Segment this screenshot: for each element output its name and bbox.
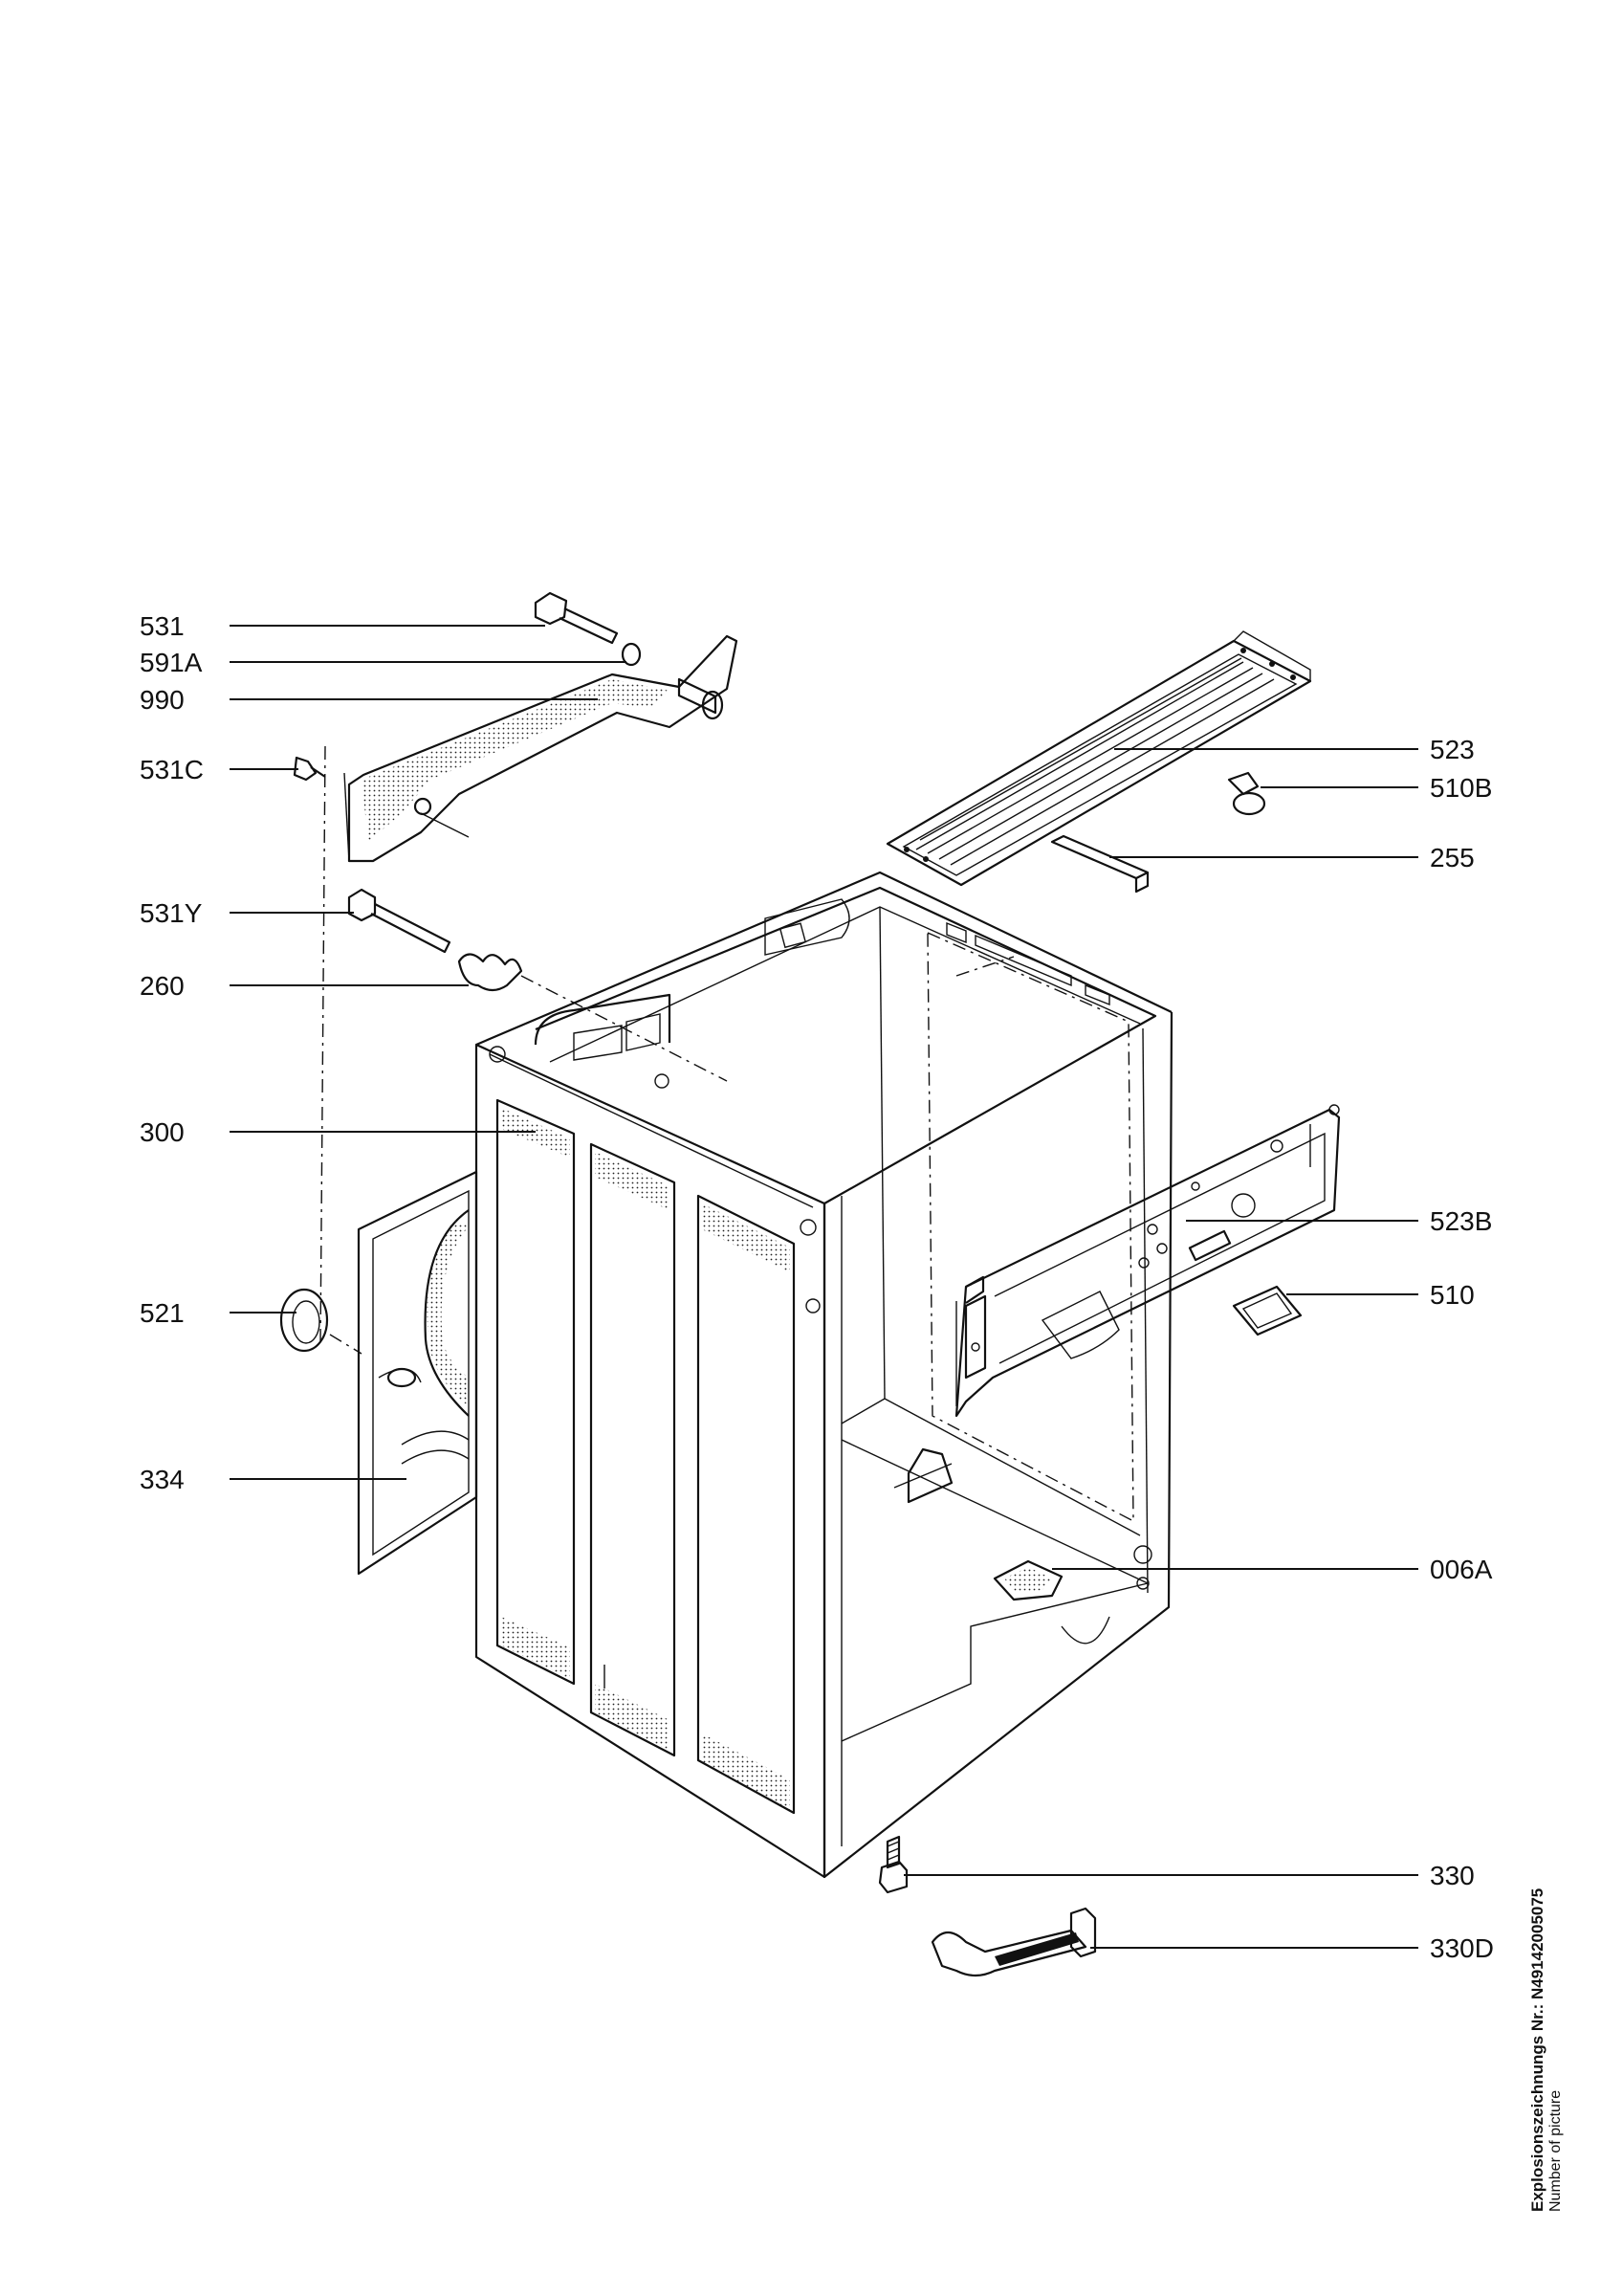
callout-label: 531 xyxy=(140,611,185,641)
drawing-number-caption: Number of picture xyxy=(1546,2089,1564,2212)
drawing-number: Explosionszeichnungs Nr.: N49142005075 xyxy=(1528,1888,1546,2212)
cabinet-drawing xyxy=(474,871,1173,1879)
foot-holder-006a-drawing xyxy=(993,1559,1064,1601)
callout-label: 531C xyxy=(140,755,204,784)
wrench-330d-drawing xyxy=(931,1907,1097,1977)
top-beam-drawing xyxy=(343,634,738,863)
callout-label: 531Y xyxy=(140,898,203,928)
callout-label: 510 xyxy=(1430,1280,1475,1310)
callout-label: 523B xyxy=(1430,1206,1492,1236)
drawing-number-block: Explosionszeichnungs Nr.: N49142005075 N… xyxy=(1528,1829,1586,2212)
callout-label: 330D xyxy=(1430,1933,1494,1963)
bolt-531y-drawing xyxy=(347,888,728,1082)
top-cover-drawing xyxy=(886,630,1312,977)
callout-label: 006A xyxy=(1430,1555,1493,1584)
callout-label: 510B xyxy=(1430,773,1492,803)
control-bracket-drawing xyxy=(954,1104,1341,1418)
side-panel-drawing xyxy=(279,745,478,1576)
callout-label: 521 xyxy=(140,1298,185,1328)
callout-label: 990 xyxy=(140,685,185,715)
frame-510-drawing xyxy=(1232,1285,1303,1336)
bolt-531-drawing xyxy=(534,591,642,667)
callouts-right: 523 510B 255 523B 510 006A 330 330D xyxy=(904,735,1494,1963)
callout-label: 591A xyxy=(140,648,203,677)
callout-label: 260 xyxy=(140,971,185,1001)
screw-531c-drawing xyxy=(293,756,326,782)
callout-label: 334 xyxy=(140,1465,185,1494)
clip-510b-drawing xyxy=(1227,771,1266,816)
callout-label: 255 xyxy=(1430,843,1475,872)
callouts-left: 531 591A 990 531C 531Y 260 300 521 334 xyxy=(140,611,626,1494)
foot-330-drawing xyxy=(878,1835,909,1894)
floor-hinge-drawing xyxy=(893,1447,954,1504)
strip-255-drawing xyxy=(1050,834,1150,894)
callout-label: 523 xyxy=(1430,735,1475,764)
callout-label: 330 xyxy=(1430,1861,1475,1890)
callout-label: 300 xyxy=(140,1117,185,1147)
